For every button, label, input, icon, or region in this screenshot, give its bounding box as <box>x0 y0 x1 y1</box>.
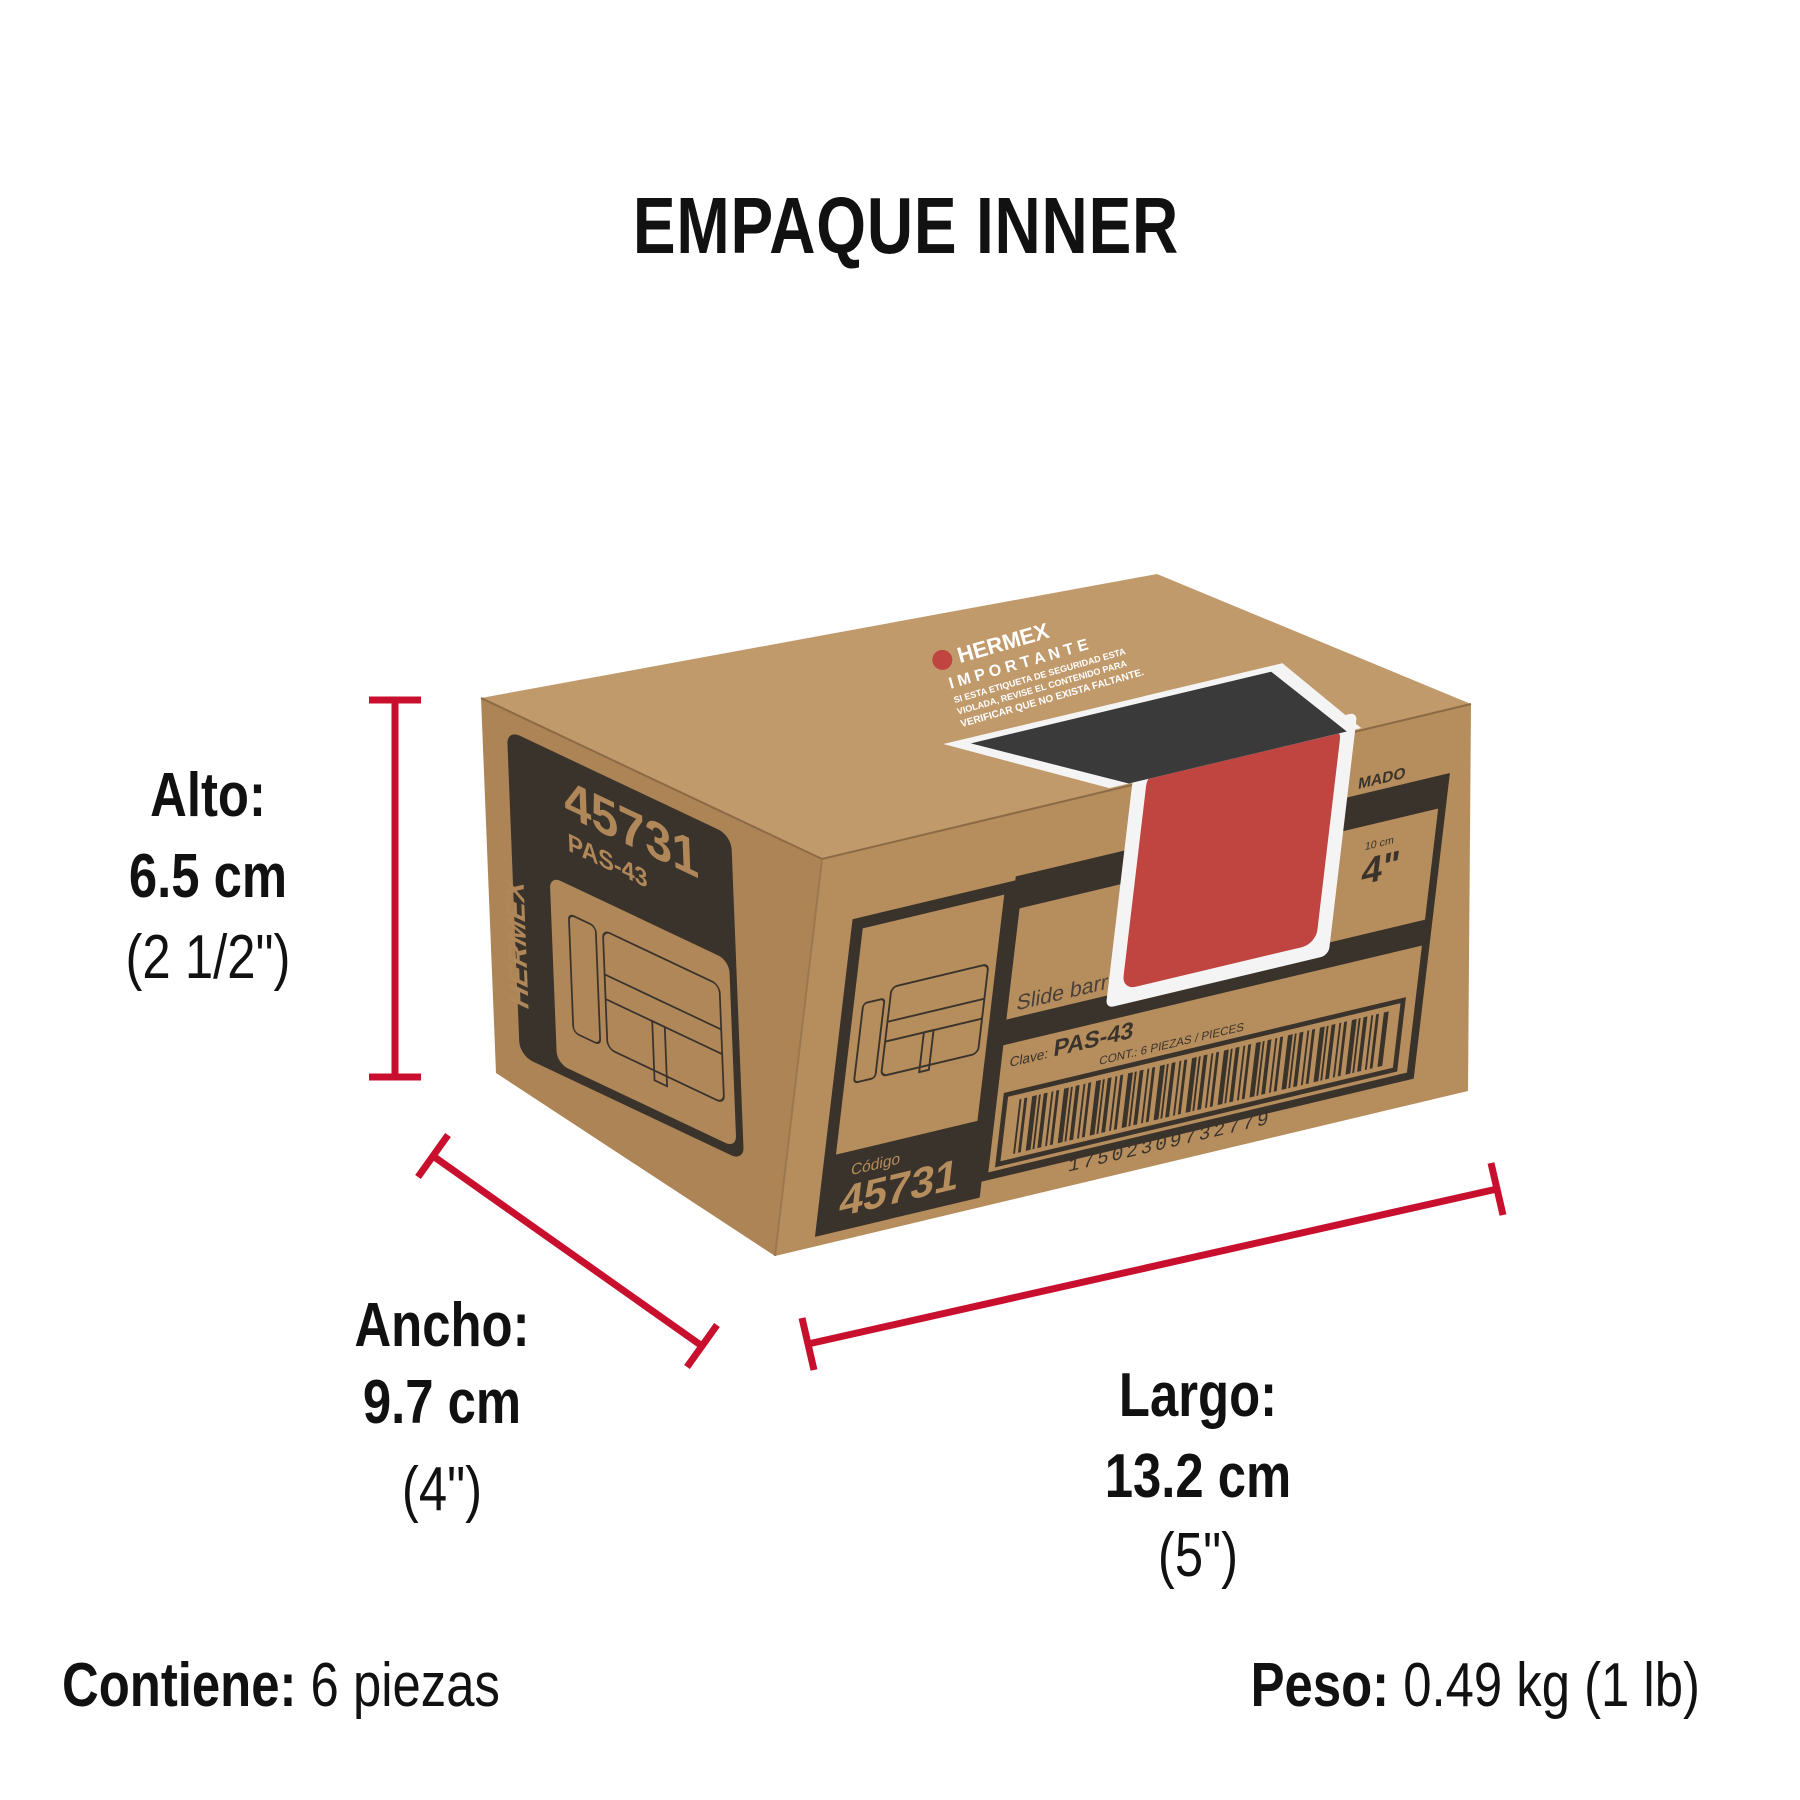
barcode-bar <box>1369 1013 1380 1069</box>
height-dimension-line <box>369 696 421 1081</box>
contents-label: Contiene: <box>62 1651 297 1720</box>
barcode-bar <box>1017 1097 1028 1153</box>
hermex-logo-icon <box>932 649 953 670</box>
barcode-bar <box>1032 1094 1041 1150</box>
barcode-bar <box>1049 1089 1060 1146</box>
width-metric: 9.7 cm <box>362 1368 522 1437</box>
barcode-bar <box>1140 1068 1150 1124</box>
length-title: Largo: <box>1118 1361 1278 1430</box>
barcode-bar <box>1025 1095 1037 1151</box>
barcode-bar <box>1293 1031 1304 1088</box>
barcode-bar <box>1236 1045 1246 1101</box>
barcode-bar <box>1273 1036 1284 1092</box>
barcode-bar <box>1128 1071 1137 1127</box>
barcode-bar <box>1133 1069 1144 1126</box>
barcode-bar <box>1204 1053 1214 1109</box>
barcode-bar <box>1241 1044 1252 1100</box>
barcode-bar <box>1377 1011 1389 1068</box>
barcode-bar <box>1364 1015 1374 1071</box>
barcode-bar <box>1229 1046 1240 1103</box>
barcode-bar <box>1172 1060 1182 1116</box>
security-sticker-top <box>943 663 1362 789</box>
length-dimension-line <box>798 1162 1507 1371</box>
barcode-bar <box>1069 1085 1080 1141</box>
barcode-bar <box>1013 1098 1022 1154</box>
width-title: Ancho: <box>354 1291 530 1360</box>
width-label: Ancho: 9.7 cm (4") <box>278 1290 606 1525</box>
barcode-bar <box>1325 1024 1336 1080</box>
barcode-bar <box>1332 1022 1342 1078</box>
barcode-bar <box>1109 1075 1118 1132</box>
barcode-bar <box>1249 1041 1261 1098</box>
front-panel-print: Código 45731 MADO HROME 10 cm 4" Slide b… <box>814 713 1450 1237</box>
weight-info: Peso: 0.49 kg (1 lb) <box>1251 1650 1700 1721</box>
barcode-bar <box>1268 1037 1278 1093</box>
barcode-bar <box>1337 1021 1348 1077</box>
barcode-bar <box>1209 1051 1220 1108</box>
length-label: Largo: 13.2 cm (5") <box>1034 1360 1362 1591</box>
length-imperial: (5") <box>1157 1521 1239 1590</box>
left-panel-print: HERMEX 45731 PAS-43 <box>500 734 744 1157</box>
barcode-bar <box>1160 1063 1169 1119</box>
page-title: EMPAQUE INNER <box>632 181 1180 270</box>
barcode-bar <box>1281 1034 1293 1090</box>
barcode-bar <box>1089 1079 1101 1136</box>
barcode-bar <box>1197 1054 1208 1111</box>
barcode-bar <box>1320 1025 1329 1081</box>
box-top-face <box>481 574 1471 859</box>
barcode-bar <box>1357 1016 1368 1072</box>
barcode-bar <box>1037 1092 1048 1149</box>
barcode-bar <box>1145 1066 1156 1123</box>
barcode-bar <box>1224 1048 1233 1104</box>
barcode-bar <box>1096 1078 1105 1135</box>
barcode-bar <box>1057 1087 1069 1144</box>
barcode-bar <box>1081 1082 1092 1138</box>
barcode-bar <box>1077 1083 1086 1139</box>
barcode <box>1013 1011 1389 1154</box>
barcode-bar <box>1288 1033 1297 1089</box>
barcode-bar <box>1192 1056 1201 1112</box>
barcode-bar <box>1185 1057 1197 1113</box>
barcode-bar <box>1345 1018 1357 1075</box>
contents-info: Contiene: 6 piezas <box>62 1650 500 1721</box>
barcode-bar <box>1165 1062 1176 1118</box>
barrel-bolt-drawing-icon <box>853 964 989 1084</box>
barcode-bar <box>1256 1040 1265 1096</box>
height-title: Alto: <box>150 761 266 830</box>
contents-value: 6 piezas <box>310 1651 500 1720</box>
barcode-bar <box>1045 1091 1054 1147</box>
barcode-bar <box>1300 1030 1310 1086</box>
weight-label: Peso: <box>1250 1651 1390 1720</box>
length-metric: 13.2 cm <box>1104 1442 1292 1511</box>
barcode-bar <box>1153 1064 1165 1121</box>
barcode-bar <box>1113 1074 1124 1130</box>
height-imperial: (2 1/2") <box>125 923 291 992</box>
barcode-bar <box>1217 1049 1229 1106</box>
height-metric: 6.5 cm <box>128 842 288 911</box>
barcode-bar <box>1121 1072 1133 1129</box>
barcode-bar <box>1064 1086 1073 1142</box>
barcode-bar <box>1313 1026 1325 1083</box>
height-label: Alto: 6.5 cm (2 1/2") <box>44 760 372 993</box>
security-sticker <box>1106 713 1357 1007</box>
width-imperial: (4") <box>401 1455 483 1524</box>
barcode-bar <box>1101 1077 1112 1133</box>
barcode-bar <box>1352 1018 1361 1074</box>
barrel-bolt-drawing-icon <box>568 914 725 1102</box>
brand-logo-text: HERMEX <box>500 873 535 1014</box>
barcode-bar <box>1261 1039 1272 1095</box>
barcode-bar <box>1177 1059 1188 1115</box>
barcode-bar <box>1305 1028 1316 1085</box>
weight-value: 0.49 kg (1 lb) <box>1403 1651 1700 1720</box>
width-dimension-line <box>415 1132 720 1370</box>
